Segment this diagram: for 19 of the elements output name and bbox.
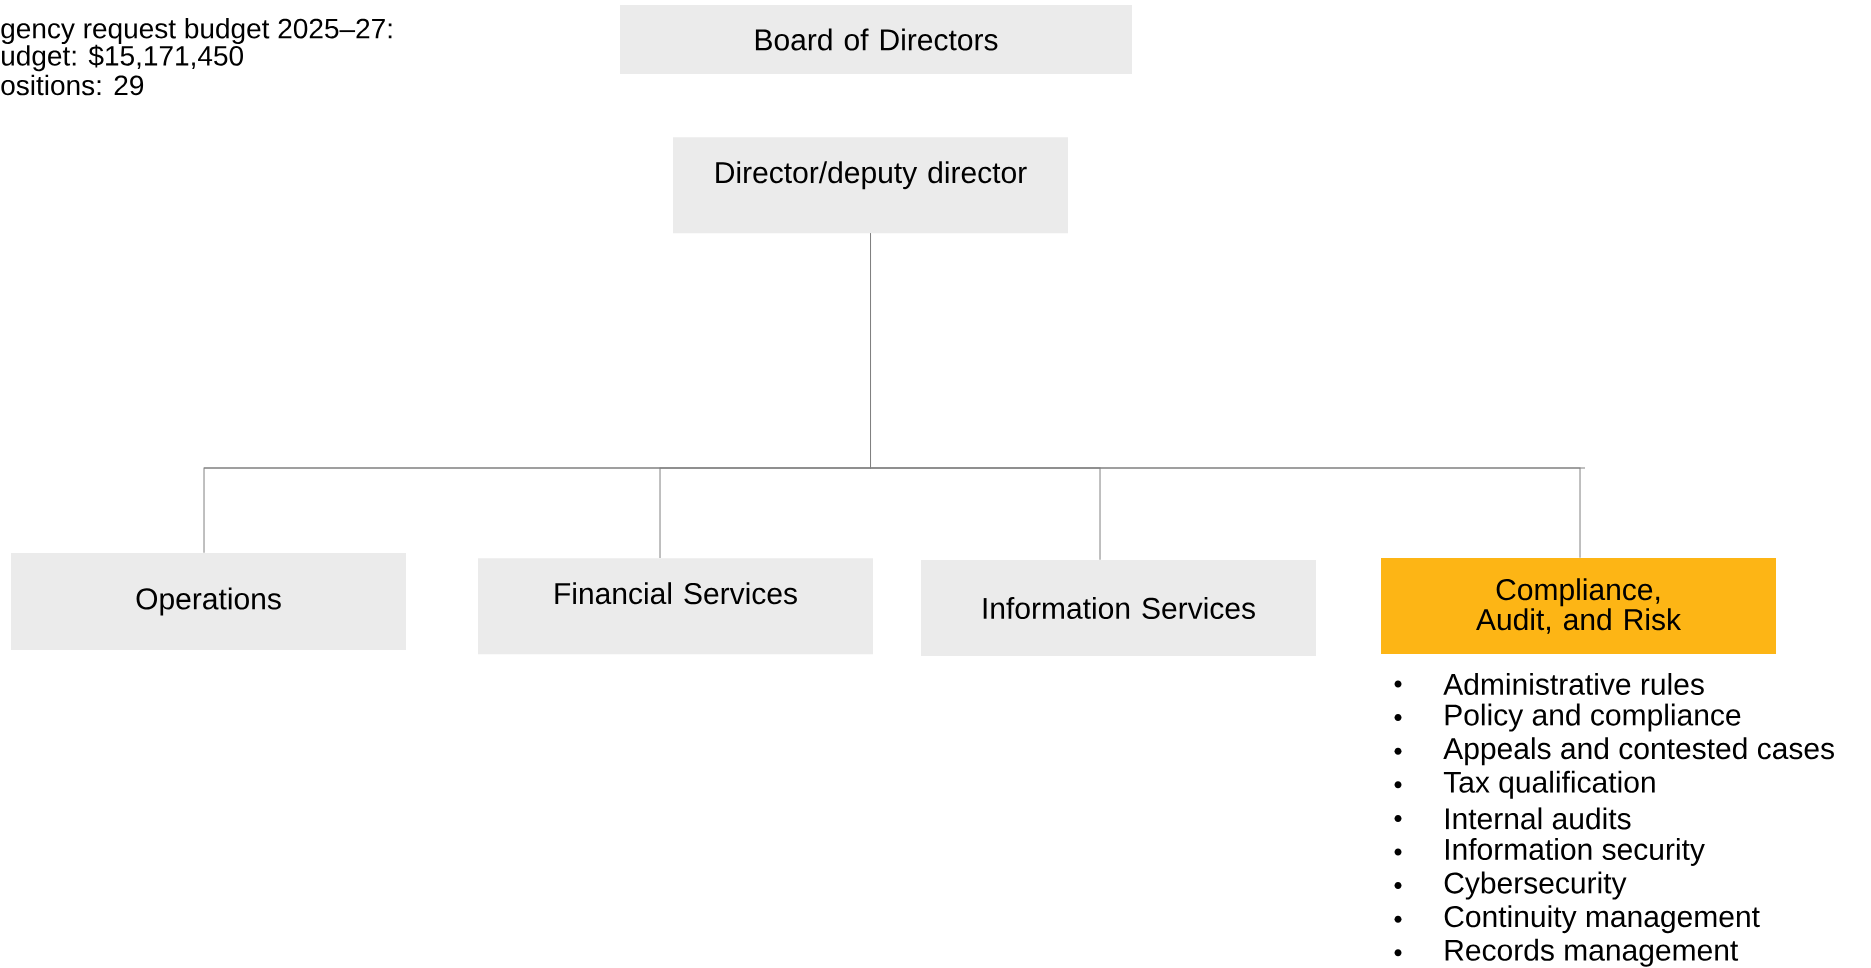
bullet-item: Policy and compliance <box>1445 703 1741 732</box>
budget-note: gency request budget 2025–27: <box>1 17 392 45</box>
bullet-item: Information security <box>1446 838 1705 866</box>
bullet-item: Continuity management <box>1444 905 1760 934</box>
bullet-item: Administrative rules <box>1443 673 1704 695</box>
budget-note: udget: $15,171,450 <box>2 44 243 72</box>
highlighted-box: Compliance, Audit, and Risk <box>1381 558 1776 654</box>
org-box: Board of Directors <box>620 5 1132 74</box>
connector-line <box>870 232 1581 559</box>
bullet-item: Tax qualification <box>1443 770 1655 799</box>
budget-note: ositions: 29 <box>1 74 144 96</box>
bullet-item: Internal audits <box>1446 807 1631 830</box>
org-box: Director/deputy director <box>673 137 1068 234</box>
bullet-item: Cybersecurity <box>1444 871 1627 900</box>
bullet-item: Appeals and contested cases <box>1443 737 1834 766</box>
org-box: Information Services <box>921 560 1316 656</box>
org-box: Financial Services <box>478 558 873 655</box>
org-box: Operations <box>11 553 406 650</box>
bullet-item: Records management <box>1445 938 1739 967</box>
